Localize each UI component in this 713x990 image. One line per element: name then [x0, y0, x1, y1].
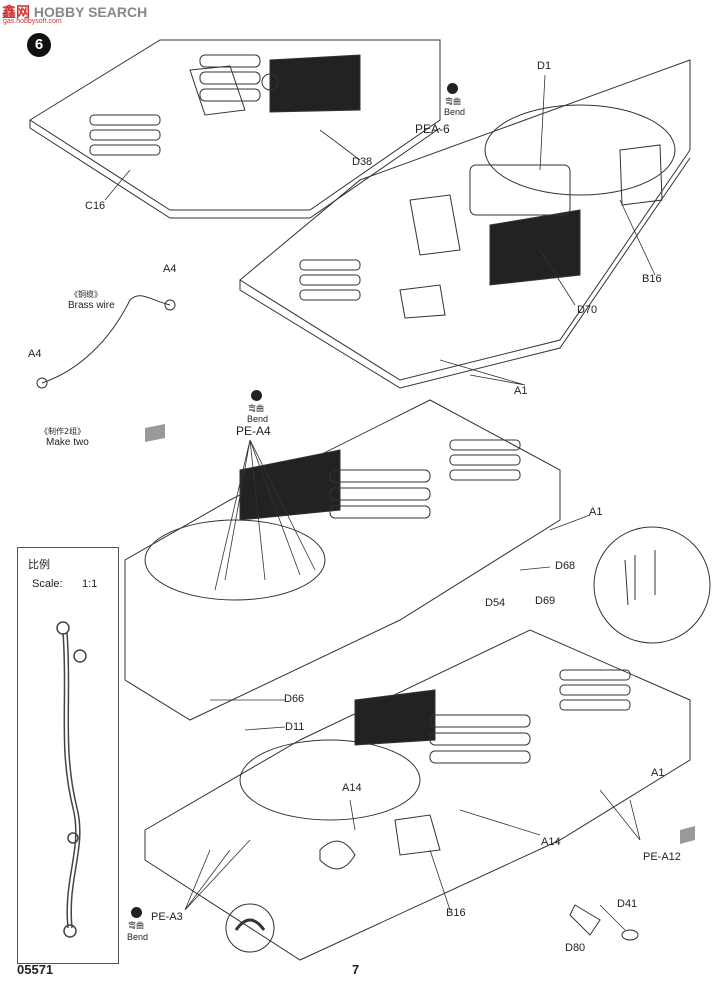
label-b16-bottom: B16	[446, 907, 466, 919]
label-a4-top: A4	[163, 263, 177, 275]
label-d1: D1	[537, 60, 552, 72]
label-d38: D38	[352, 156, 373, 168]
footer-code: 05571	[17, 962, 54, 977]
label-d66: D66	[284, 693, 305, 705]
parts-d80-d41	[569, 904, 639, 941]
scale-label-en: Scale:	[32, 578, 63, 590]
label-a4-bottom: A4	[28, 348, 42, 360]
watermark-brand-b: 网	[16, 4, 30, 20]
step-number-badge: 6	[27, 33, 51, 57]
hull-panel-top-right	[239, 59, 691, 389]
label-d41: D41	[617, 898, 638, 910]
hull-panel-middle	[124, 399, 561, 721]
bend-note-cn: 弯曲	[128, 921, 144, 930]
detail-circle	[593, 526, 711, 644]
watermark-brand-c: HOBBY SEARCH	[33, 4, 148, 20]
watermark-site: gas.hobbysoft.com	[3, 18, 62, 25]
bend-note-en: Bend	[127, 932, 149, 942]
detail-callout-pea3	[225, 903, 275, 953]
hull-panel-lower	[144, 629, 691, 961]
hull-panel-top-left	[29, 39, 441, 219]
label-pea12: PE-A12	[643, 851, 681, 863]
page-number: 7	[352, 962, 360, 977]
brass-wire-cn: 《铜缆》	[70, 290, 102, 299]
make-two-cn: 《制作2组》	[40, 427, 86, 436]
label-a1-low: A1	[651, 767, 665, 779]
brass-wire-drawing	[36, 295, 176, 389]
bend-icon	[447, 83, 458, 94]
scale-label-cn: 比例	[28, 558, 50, 571]
brass-wire-en: Brass wire	[68, 300, 115, 311]
label-pea6: PEA-6	[415, 122, 450, 136]
label-pea4: PE-A4	[236, 424, 271, 438]
bend-icon	[131, 907, 142, 918]
label-d70: D70	[577, 304, 598, 316]
watermark-logo: 鑫网 HOBBY SEARCH	[2, 2, 147, 22]
bend-note-cn: 弯曲	[248, 404, 264, 413]
label-d54: D54	[485, 597, 506, 609]
label-a14-left: A14	[342, 782, 362, 794]
scale-value: 1:1	[82, 578, 98, 590]
label-c16: C16	[85, 200, 106, 212]
bend-note-en: Bend	[444, 107, 466, 117]
watermark-brand-a: 鑫	[2, 4, 16, 20]
scale-box: 比例 Scale: 1:1	[17, 547, 119, 964]
label-a1-mid: A1	[589, 506, 603, 518]
make-two-en: Make two	[46, 437, 89, 448]
label-pea3: PE-A3	[151, 911, 183, 923]
label-d69: D69	[535, 595, 556, 607]
label-d80: D80	[565, 942, 586, 954]
bend-icon	[251, 390, 262, 401]
label-b16-top: B16	[642, 273, 662, 285]
label-d11: D11	[285, 721, 305, 733]
bend-note-en: Bend	[247, 414, 269, 424]
brass-wire-scale-drawing	[56, 621, 87, 938]
label-a14-right: A14	[541, 836, 561, 848]
label-d68: D68	[555, 560, 576, 572]
label-a1-top: A1	[514, 385, 528, 397]
bend-note-cn: 弯曲	[445, 97, 461, 106]
